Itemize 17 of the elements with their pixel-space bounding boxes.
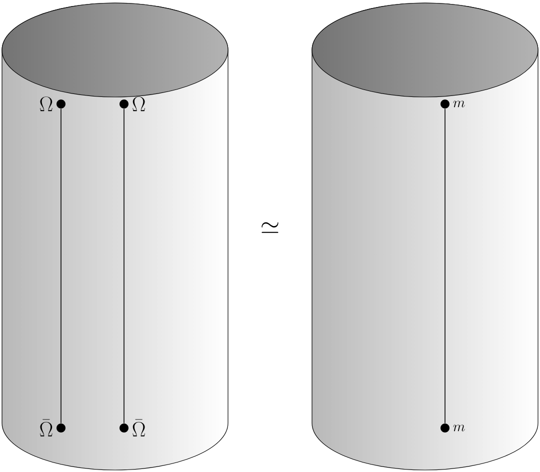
node-label: $\Omega$	[132, 96, 145, 112]
node-label: $m$	[453, 424, 465, 432]
line	[60, 108, 62, 424]
node-label: $\Omega$	[40, 96, 52, 112]
line	[444, 108, 446, 424]
node-label: $m$	[453, 100, 465, 108]
node-label: $\bar{\Omega}$	[132, 419, 145, 436]
labeled-point: $\bar{\Omega}$	[40, 419, 66, 436]
cylinder	[312, 2, 538, 470]
labeled-point: $\Omega$	[40, 96, 66, 112]
labeled-point: $\Omega$	[120, 96, 145, 112]
equivalence-symbol: $\simeq$	[262, 222, 278, 233]
labeled-point: $m$	[440, 424, 465, 432]
labeled-point: $\bar{\Omega}$	[120, 419, 145, 436]
labeled-point: $m$	[440, 100, 465, 108]
node-label: $\bar{\Omega}$	[40, 419, 52, 436]
cylinder	[2, 2, 228, 470]
